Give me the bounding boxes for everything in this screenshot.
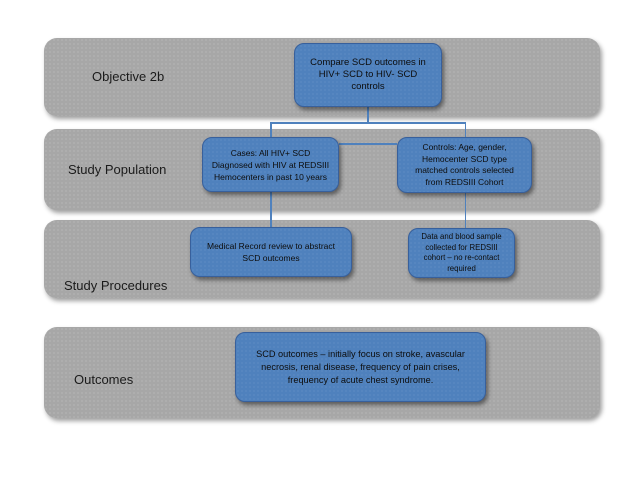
node-text-line: matched controls selected	[415, 165, 514, 175]
node-text-line: HIV+ SCD to HIV- SCD	[318, 69, 418, 80]
node-text-line: SCD outcomes – initially focus on stroke…	[256, 348, 465, 359]
node-text-line: Hemocenter SCD type	[421, 153, 508, 164]
node-text-line: Controls: Age, gender,	[422, 142, 507, 152]
connector-compare-to-branch	[367, 106, 369, 123]
node-text-line: frequency of acute chest syndrome.	[287, 374, 434, 385]
node-cases: Cases: All HIV+ SCD Diagnosed with HIV a…	[202, 137, 339, 192]
node-text-line: controls	[351, 81, 385, 92]
node-scd-outcomes: SCD outcomes – initially focus on stroke…	[235, 332, 486, 402]
node-text-line: from REDSIII Cohort	[425, 176, 504, 187]
node-controls-matched: Controls: Age, gender, Hemocenter SCD ty…	[397, 137, 532, 193]
node-compare-outcomes: Compare SCD outcomes in HIV+ SCD to HIV-…	[294, 43, 442, 107]
node-text-line: SCD outcomes	[242, 253, 300, 263]
band-label-study-population: Study Population	[68, 162, 167, 177]
node-text-line: Data and blood sample	[421, 232, 502, 241]
node-text-line: collected for REDSIII	[425, 242, 498, 252]
node-text-line: cohort – no re-contact	[423, 253, 500, 262]
connector-branch-horizontal	[270, 122, 466, 124]
node-text-line: Compare SCD outcomes in	[310, 57, 426, 68]
connector-cases-to-medical-record	[270, 191, 272, 228]
node-text-line: necrosis, renal disease, frequency of pa…	[261, 361, 460, 372]
node-medical-record-review: Medical Record review to abstract SCD ou…	[190, 227, 352, 277]
node-text-line: Medical Record review to abstract	[206, 241, 336, 251]
node-text-line: required	[447, 263, 476, 273]
connector-branch-to-controls	[464, 122, 466, 138]
band-label-study-procedures: Study Procedures	[64, 278, 168, 293]
node-text-line: Hemocenters in past 10 years	[214, 171, 327, 182]
node-text-line: Cases: All HIV+ SCD	[230, 147, 311, 158]
connector-cases-to-controls	[339, 143, 397, 145]
connector-controls-to-data-sample	[464, 192, 466, 229]
band-label-objective-2b: Objective 2b	[92, 69, 165, 84]
node-text-line: Diagnosed with HIV at REDSIII	[211, 159, 330, 170]
node-data-blood-sample: Data and blood sample collected for REDS…	[408, 228, 515, 278]
connector-branch-to-cases	[270, 122, 272, 138]
band-label-outcomes: Outcomes	[74, 372, 134, 387]
